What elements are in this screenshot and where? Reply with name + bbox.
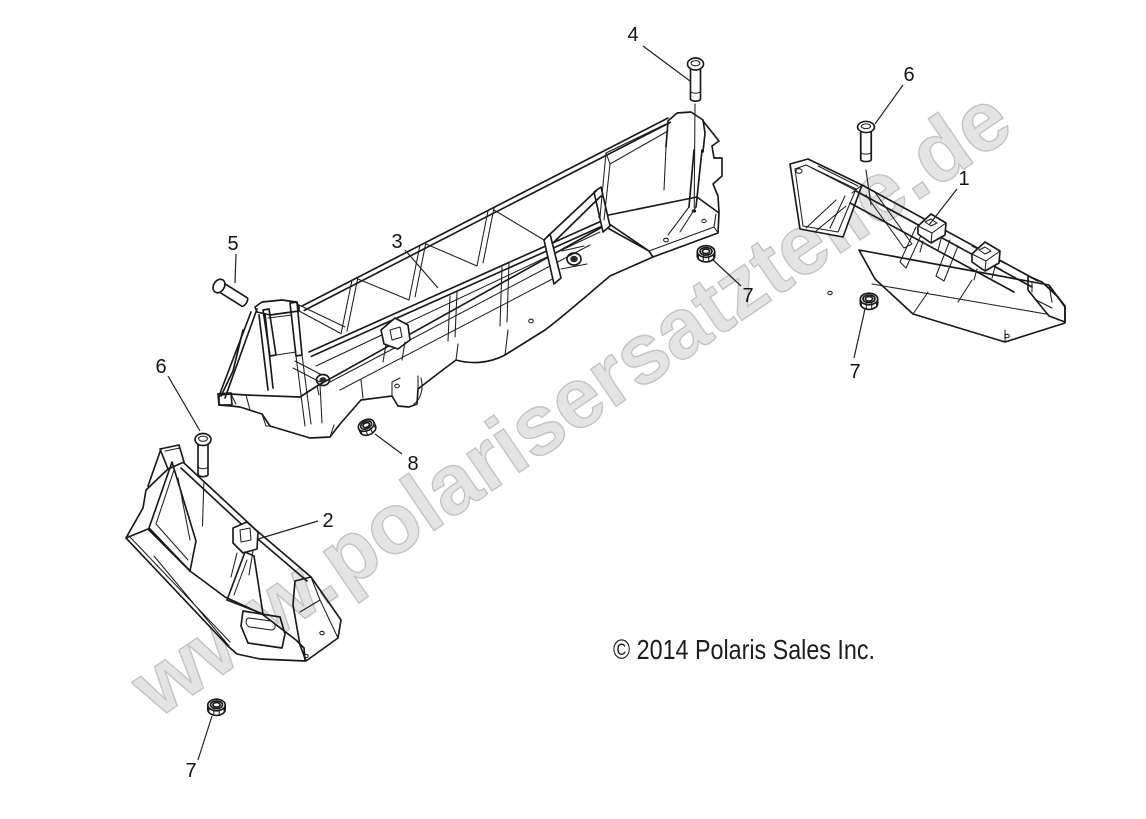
svg-text:1: 1 [958, 168, 969, 190]
svg-text:6: 6 [903, 64, 914, 86]
svg-text:8: 8 [407, 453, 418, 475]
svg-text:7: 7 [849, 361, 860, 383]
svg-text:6: 6 [155, 356, 166, 378]
svg-text:7: 7 [742, 285, 753, 307]
svg-text:4: 4 [627, 24, 638, 46]
svg-text:3: 3 [391, 231, 402, 253]
svg-text:© 2014 Polaris Sales Inc.: © 2014 Polaris Sales Inc. [613, 634, 875, 665]
svg-text:7: 7 [185, 760, 196, 782]
svg-text:2: 2 [322, 510, 333, 532]
svg-text:5: 5 [227, 233, 238, 255]
